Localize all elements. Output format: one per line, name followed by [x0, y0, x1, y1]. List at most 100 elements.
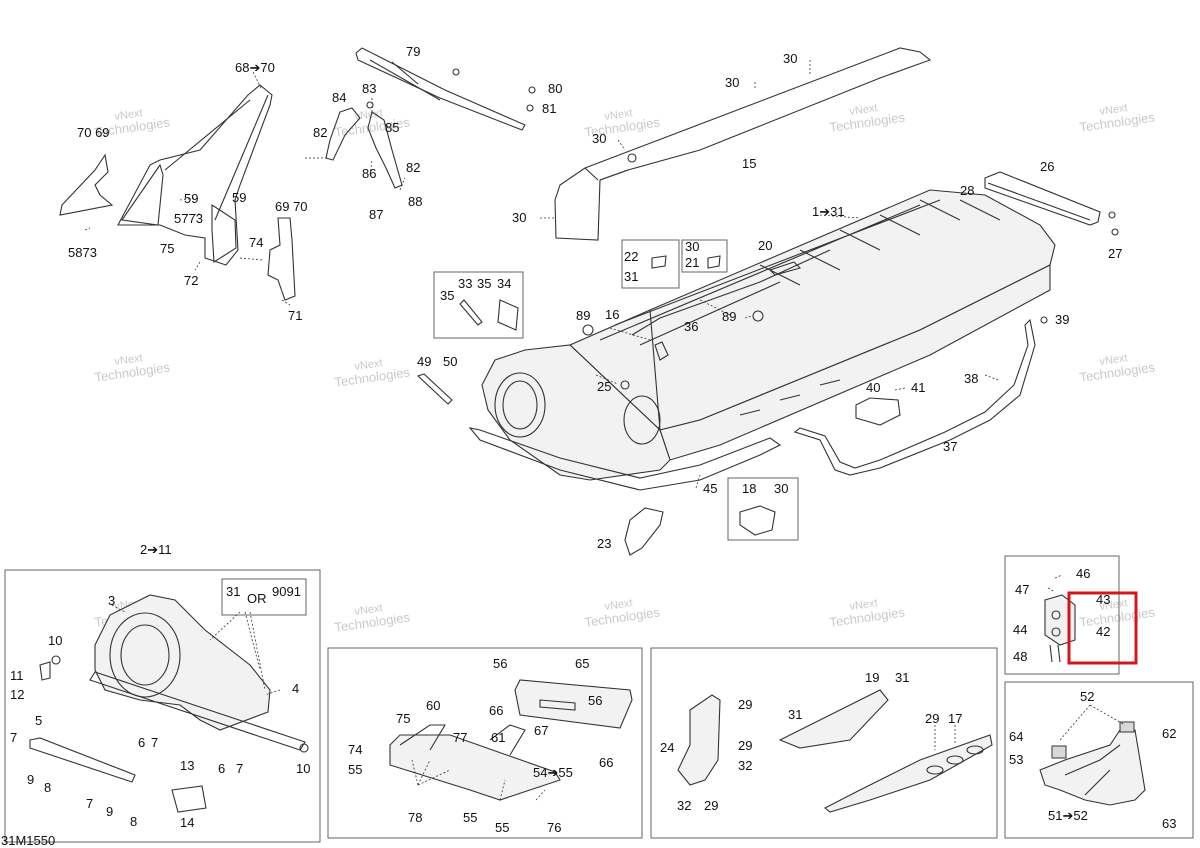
grommet-89a — [582, 324, 594, 336]
bolt-39 — [1040, 316, 1048, 324]
panel-54-78-border — [327, 647, 643, 839]
callout-45: 45 — [703, 481, 717, 496]
watermark: vNext Technologies — [1078, 102, 1156, 135]
callout-19: 19 — [865, 670, 879, 685]
callout-8-a: 8 — [44, 780, 51, 795]
watermark: vNext Technologies — [333, 357, 411, 390]
panel-51-64 — [1004, 681, 1194, 839]
callout-66-a: 66 — [489, 703, 503, 718]
callout-52: 52 — [1080, 689, 1094, 704]
callout-6-b: 6 — [218, 761, 225, 776]
callout-32-a: 32 — [738, 758, 752, 773]
callout-74-b: 74 — [348, 742, 362, 757]
panel-51-64-border — [1004, 681, 1194, 839]
watermark: vNext Technologies — [93, 352, 171, 385]
callout-28: 28 — [960, 183, 974, 198]
crossmember-uprights — [399, 724, 526, 756]
callout-56-b: 56 — [588, 693, 602, 708]
svg-text:vNext: vNext — [114, 107, 144, 123]
bracket-24 — [677, 694, 721, 786]
svg-text:vNext: vNext — [354, 107, 384, 123]
callout-31-a: 31 — [624, 269, 638, 284]
washer-80 — [528, 86, 536, 94]
callout-13: 13 — [180, 758, 194, 773]
leader-lines — [540, 60, 811, 219]
callout-35-a: 35 — [440, 288, 454, 303]
svg-text:vNext: vNext — [1099, 352, 1129, 368]
grommet-10b — [299, 743, 309, 753]
rail-detail — [369, 59, 441, 101]
front-bulkhead-inner — [502, 380, 538, 430]
drawing-code: 31M1550 — [1, 833, 55, 848]
callout-56-a: 56 — [493, 656, 507, 671]
callout-7-b: 7 — [236, 761, 243, 776]
callout-35-b: 35 — [477, 276, 491, 291]
callout-or: OR — [247, 591, 267, 606]
bumper-37 — [793, 318, 1036, 476]
leader-lines — [1059, 704, 1126, 741]
callout-25: 25 — [597, 379, 611, 394]
a-frame-inner — [121, 163, 164, 226]
clip-21 — [707, 255, 721, 269]
callout-55-a: 55 — [348, 762, 362, 777]
box-33-35 — [433, 271, 524, 339]
bolts-48 — [1049, 644, 1061, 663]
callout-64: 64 — [1009, 729, 1023, 744]
watermark: vNext Technologies — [1078, 597, 1156, 630]
callout-29-c: 29 — [925, 711, 939, 726]
panel-2-11 — [4, 569, 321, 843]
a-frame-struts — [164, 94, 269, 221]
tunnel-cover-15 — [554, 47, 932, 241]
callout-2-11: 2➔11 — [140, 542, 172, 557]
callout-53: 53 — [1009, 752, 1023, 767]
box-30-21 — [681, 239, 728, 273]
callout-9-b: 9 — [106, 804, 113, 819]
callout-5: 5 — [35, 713, 42, 728]
washer-81 — [526, 104, 534, 112]
leader-lines — [1047, 574, 1063, 593]
leader-lines — [111, 604, 281, 696]
callout-21: 21 — [685, 255, 699, 270]
panel-2-11-border — [4, 569, 321, 843]
skid-hole — [946, 755, 964, 765]
callout-30-d: 30 — [512, 210, 526, 225]
bolt-83 — [366, 101, 374, 109]
watermark: vNext Technologies — [333, 602, 411, 635]
callout-15: 15 — [742, 156, 756, 171]
svg-text:vNext: vNext — [604, 107, 634, 123]
skid-hole — [926, 765, 944, 775]
frame-ring-inner — [120, 624, 170, 686]
grommet-25 — [620, 380, 630, 390]
bracket-40 — [855, 397, 901, 426]
svg-text:vNext: vNext — [354, 602, 384, 618]
plate-65 — [514, 679, 633, 729]
callout-29-a: 29 — [738, 697, 752, 712]
watermark: vNext Technologies — [1078, 352, 1156, 385]
callout-44: 44 — [1013, 622, 1027, 637]
box-18 — [727, 477, 799, 541]
fastener — [627, 153, 637, 163]
panel-54-78 — [327, 647, 643, 839]
callout-10-b: 10 — [296, 761, 310, 776]
bracket-36a — [654, 341, 669, 361]
callout-75: 75 — [160, 241, 174, 256]
steering-assembly — [305, 47, 536, 191]
callout-59-a: 59 — [184, 191, 198, 206]
callout-30-e: 30 — [685, 239, 699, 254]
callout-34: 34 — [497, 276, 511, 291]
frame-ring — [109, 612, 181, 698]
svg-text:vNext: vNext — [114, 352, 144, 368]
callout-31-d: 31 — [788, 707, 802, 722]
front-frame — [481, 344, 671, 481]
callout-30-b: 30 — [725, 75, 739, 90]
callout-69-70: 69 70 — [275, 199, 308, 214]
callout-66-b: 66 — [599, 755, 613, 770]
callout-31-c: 31 — [895, 670, 909, 685]
side-holes — [739, 379, 841, 416]
callout-83: 83 — [362, 81, 376, 96]
svg-text:vNext: vNext — [849, 597, 879, 613]
bracket-19 — [778, 689, 889, 749]
grommet-89b — [752, 310, 764, 322]
skid-hole — [966, 745, 984, 755]
